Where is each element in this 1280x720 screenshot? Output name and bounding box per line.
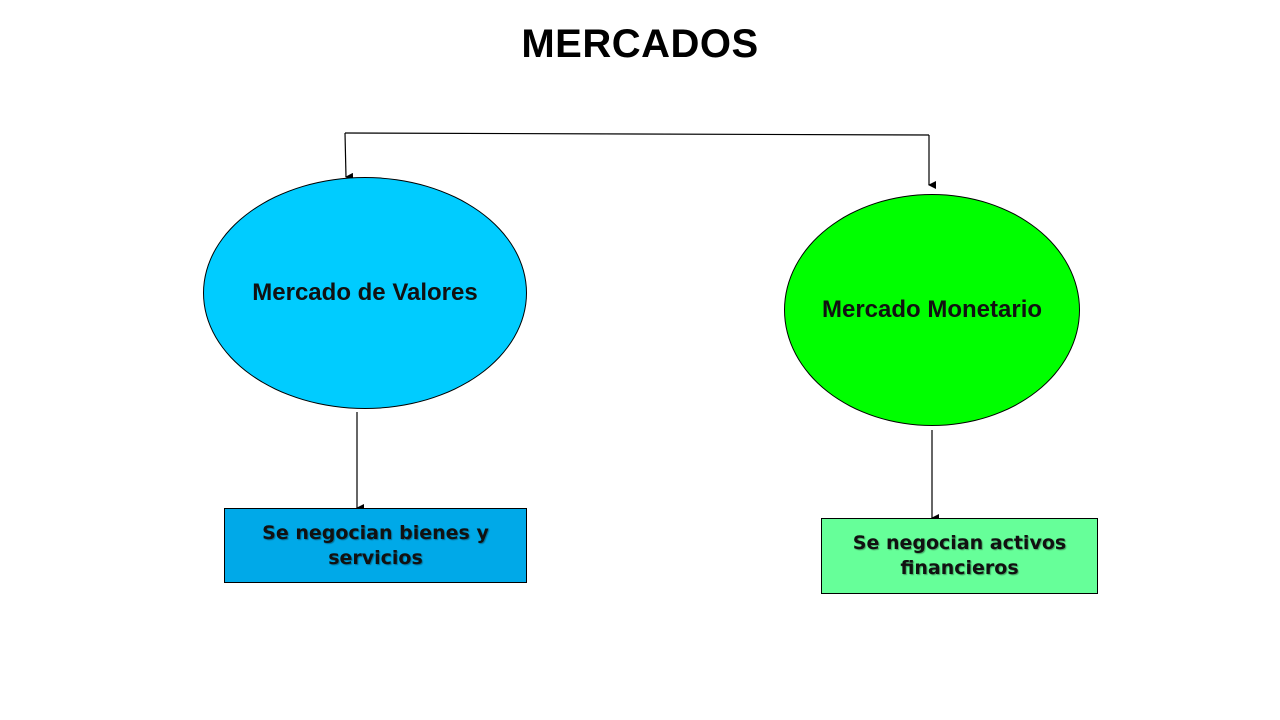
node-mercado-de-valores: Mercado de Valores <box>203 177 527 409</box>
box-activos-financieros: Se negocian activos financieros <box>821 518 1098 594</box>
box-text: Se negocian bienes y servicios <box>262 521 489 569</box>
node-mercado-monetario: Mercado Monetario <box>784 194 1080 426</box>
arrow-to-valores <box>344 132 354 181</box>
node-label: Mercado de Valores <box>252 279 478 306</box>
box-text: Se negocian activos financieros <box>852 532 1067 579</box>
box-bienes-servicios: Se negocian bienes y servicios <box>224 508 527 583</box>
page-title: MERCADOS <box>521 22 759 66</box>
branch-top-line <box>344 132 930 136</box>
node-label: Mercado Monetario <box>821 296 1043 323</box>
